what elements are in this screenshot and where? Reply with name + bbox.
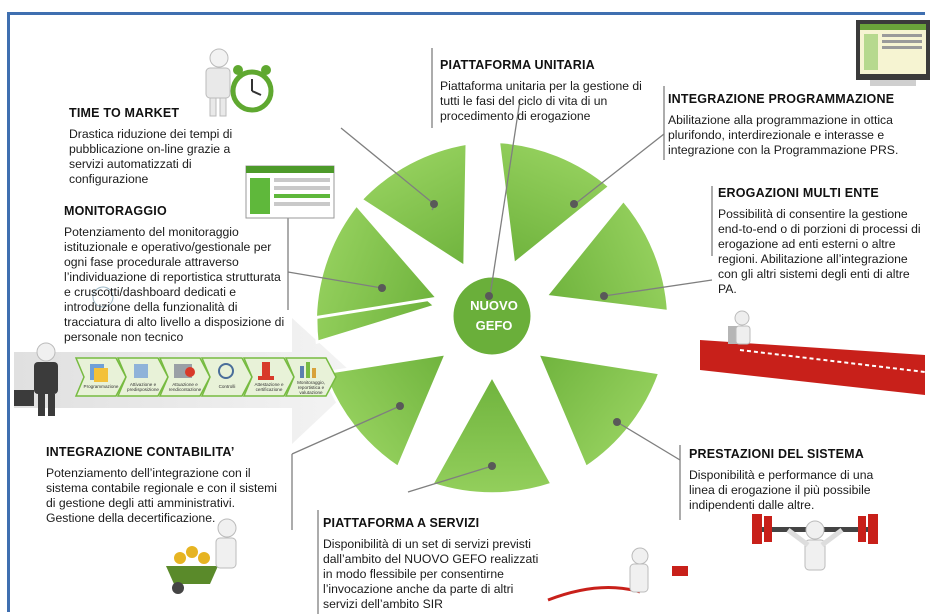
integrazione-contabilita-text: Potenziamento dell’integrazione con il s… <box>46 466 277 525</box>
piattaforma-unitaria-box: PIATTAFORMA UNITARIA Piattaforma unitari… <box>440 58 662 124</box>
petal-prestazioni-sistema <box>535 351 662 470</box>
piattaforma-unitaria-text: Piattaforma unitaria per la gestione di … <box>440 79 642 123</box>
process-step <box>74 357 127 397</box>
screen-icon <box>856 20 930 86</box>
piattaforma-unitaria-title: PIATTAFORMA UNITARIA <box>440 58 595 72</box>
integrazione-programmazione-title: INTEGRAZIONE PROGRAMMAZIONE <box>668 92 895 106</box>
petal-piattaforma-servizi <box>429 372 555 496</box>
process-step-label: Attivazione e predisposizione <box>127 382 159 392</box>
frame-border-top <box>7 12 925 15</box>
monitoraggio-text: Potenziamento del monitoraggio istituzio… <box>64 225 285 344</box>
wheelbarrow-coins-icon <box>166 518 237 594</box>
process-step-label: Controlli <box>218 384 236 389</box>
piattaforma-servizi-text: Disponibilità di un set di servizi previ… <box>323 537 539 611</box>
cursor-marker <box>92 286 114 308</box>
hub-label-line1: NUOVO <box>470 298 518 313</box>
dashboard-thumbnail <box>245 165 335 219</box>
businessman-briefcase-icon <box>14 342 58 416</box>
integrazione-contabilita-title: INTEGRAZIONE CONTABILITA’ <box>46 445 235 459</box>
petal-integrazione-programmazione <box>496 140 613 268</box>
process-step <box>158 357 211 397</box>
prestazioni-sistema-text: Disponibilità e performance di una linea… <box>689 468 874 512</box>
zipper-icon <box>700 310 926 395</box>
monitoraggio-box: MONITORAGGIO Potenziamento del monitorag… <box>64 204 286 345</box>
process-step <box>284 357 337 397</box>
process-step-label: Programmazione <box>83 384 119 389</box>
process-strip <box>74 357 337 397</box>
process-step-label: Monitoraggio, reportistica e valutazione <box>297 380 325 395</box>
frame-border-left <box>7 12 10 612</box>
petal-piattaforma-unitaria <box>358 141 469 270</box>
hub-label: NUOVO GEFO <box>456 296 532 336</box>
process-step-label: Attuazione e rendicontazione <box>168 382 202 392</box>
integrazione-programmazione-text: Abilitazione alla programmazione in otti… <box>668 113 899 157</box>
petals <box>313 140 670 496</box>
process-step <box>200 357 253 397</box>
erogazioni-multi-ente-text: Possibilità di consentire la gestione en… <box>718 207 921 296</box>
clock-icon <box>230 65 274 113</box>
hub-label-line2: GEFO <box>475 318 513 333</box>
process-step <box>242 357 295 397</box>
time-to-market-title: TIME TO MARKET <box>69 106 180 120</box>
process-step <box>116 357 169 397</box>
petal-erogazioni-multi-ente <box>542 197 670 314</box>
monitoraggio-title: MONITORAGGIO <box>64 204 167 218</box>
time-to-market-text: Drastica riduzione dei tempi di pubblica… <box>69 127 233 186</box>
process-step-label: Attestazione e certificazione <box>254 382 284 392</box>
businessman-icon <box>205 48 231 117</box>
weightlifter-icon <box>752 514 878 571</box>
plug-icon <box>547 547 688 602</box>
connector-dots <box>378 200 621 470</box>
petal-time-to-market <box>313 202 441 320</box>
erogazioni-multi-ente-box: EROGAZIONI MULTI ENTE Possibilità di con… <box>718 186 928 297</box>
integrazione-contabilita-box: INTEGRAZIONE CONTABILITA’ Potenziamento … <box>46 445 286 526</box>
time-to-market-box: TIME TO MARKET Drastica riduzione dei te… <box>69 106 259 187</box>
piattaforma-servizi-box: PIATTAFORMA A SERVIZI Disponibilità di u… <box>323 516 548 612</box>
erogazioni-multi-ente-title: EROGAZIONI MULTI ENTE <box>718 186 879 200</box>
integrazione-programmazione-box: INTEGRAZIONE PROGRAMMAZIONE Abilitazione… <box>668 92 924 158</box>
prestazioni-sistema-box: PRESTAZIONI DEL SISTEMA Disponibilità e … <box>689 447 899 513</box>
piattaforma-servizi-title: PIATTAFORMA A SERVIZI <box>323 516 480 530</box>
prestazioni-sistema-title: PRESTAZIONI DEL SISTEMA <box>689 447 864 461</box>
